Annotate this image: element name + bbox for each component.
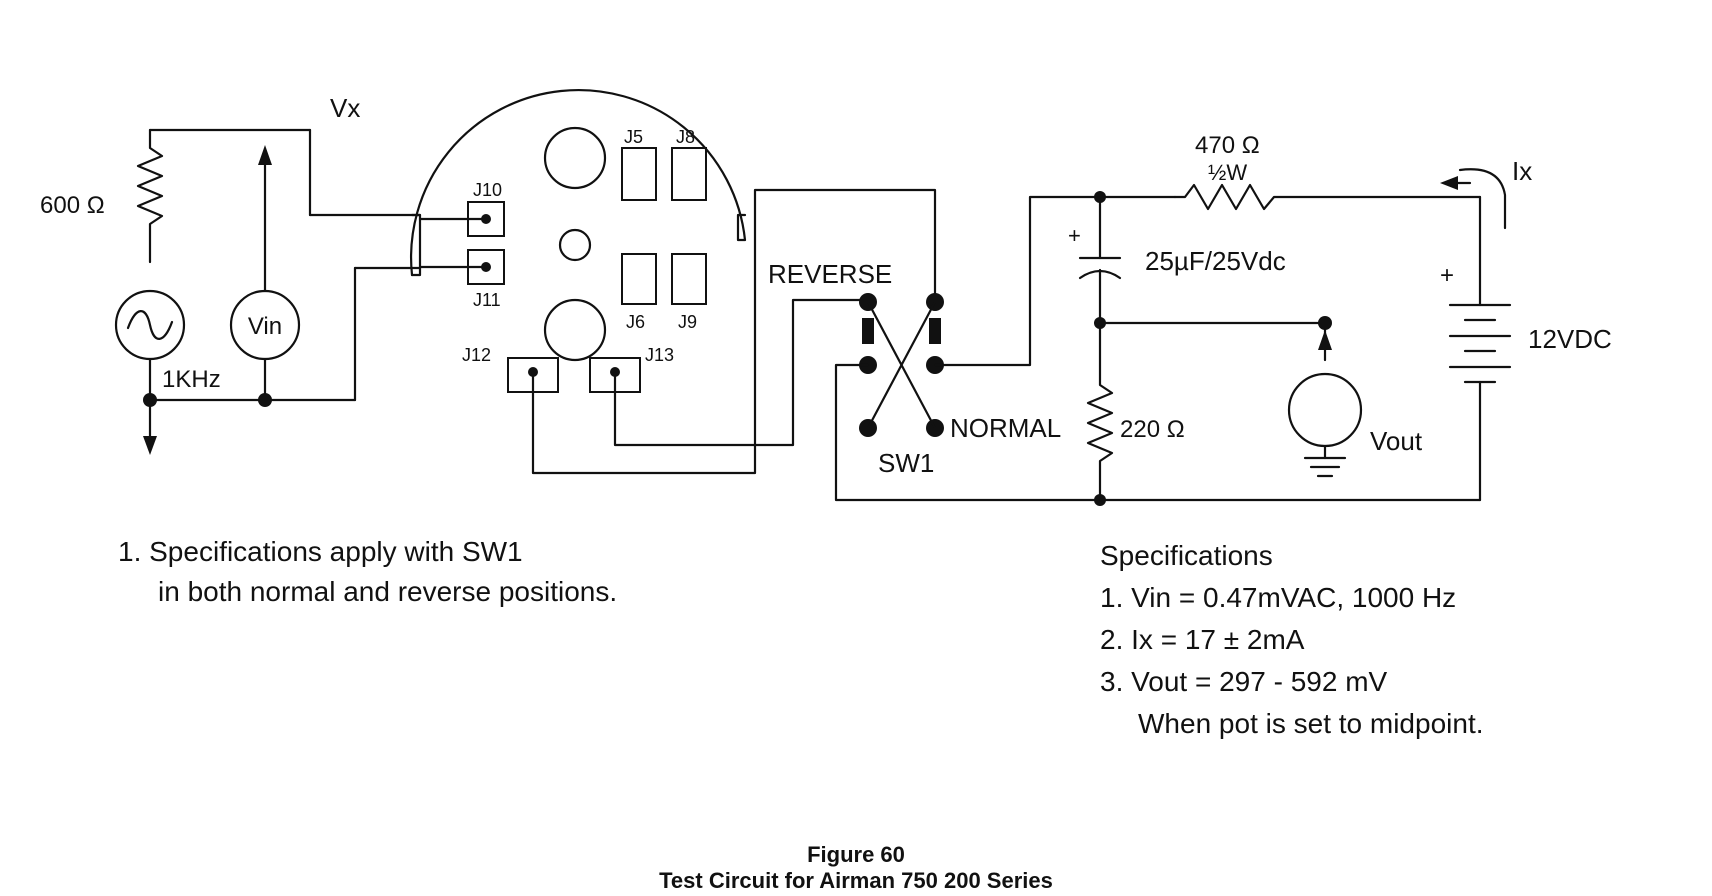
connector-body	[410, 88, 747, 362]
source-freq-label: 1KHz	[162, 366, 221, 393]
cap-label: 25µF/25Vdc	[1145, 246, 1286, 276]
resistor-220	[1086, 321, 1114, 502]
j8-pad	[671, 147, 707, 201]
j9-pad	[671, 253, 707, 305]
j5-label: J5	[624, 127, 643, 147]
j10-label: J10	[473, 180, 502, 200]
specs-line4: When pot is set to midpoint.	[1138, 708, 1484, 739]
vout-meter	[1287, 328, 1363, 478]
vout-label: Vout	[1370, 426, 1423, 456]
ix-label: Ix	[1512, 156, 1532, 186]
specs-line1: 1. Vin = 0.47mVAC, 1000 Hz	[1100, 582, 1457, 613]
resistor-600	[136, 128, 164, 264]
vx-label: Vx	[330, 93, 360, 123]
j6-label: J6	[626, 312, 645, 332]
ix-arrow	[1440, 168, 1507, 230]
r470-power-label: ½W	[1208, 160, 1247, 185]
capacitor	[1078, 195, 1122, 325]
figure-number: Figure 60	[807, 842, 905, 867]
j6-pad	[621, 253, 657, 305]
specs-line2: 2. Ix = 17 ± 2mA	[1100, 624, 1305, 655]
note-line2: in both normal and reverse positions.	[158, 576, 618, 607]
vin-label: Vin	[248, 313, 282, 340]
cap-plus-label: +	[1068, 223, 1081, 248]
resistor-470	[1173, 183, 1482, 211]
ac-source	[114, 289, 186, 361]
j9-label: J9	[678, 312, 697, 332]
j5-pad	[621, 147, 657, 201]
reverse-label: REVERSE	[768, 259, 892, 289]
vin-meter	[229, 145, 301, 361]
normal-label: NORMAL	[950, 413, 1061, 443]
battery-plus-label: +	[1440, 262, 1454, 289]
r600-label: 600 Ω	[40, 192, 105, 219]
battery	[1448, 303, 1512, 502]
sw1-label: SW1	[878, 448, 934, 478]
r220-label: 220 Ω	[1120, 416, 1185, 443]
figure-title: Test Circuit for Airman 750 200 Series	[659, 868, 1053, 893]
ground-arrow	[143, 436, 157, 455]
j13-label: J13	[645, 345, 674, 365]
note-line1: 1. Specifications apply with SW1	[118, 536, 523, 567]
j11-label: J11	[473, 290, 501, 310]
j8-label: J8	[676, 127, 695, 147]
specs-title: Specifications	[1100, 540, 1273, 571]
j12-label: J12	[462, 345, 491, 365]
specs-line3: 3. Vout = 297 - 592 mV	[1100, 666, 1388, 697]
sw1-switch	[859, 293, 944, 437]
battery-label: 12VDC	[1528, 324, 1612, 354]
r470-label: 470 Ω	[1195, 132, 1260, 159]
